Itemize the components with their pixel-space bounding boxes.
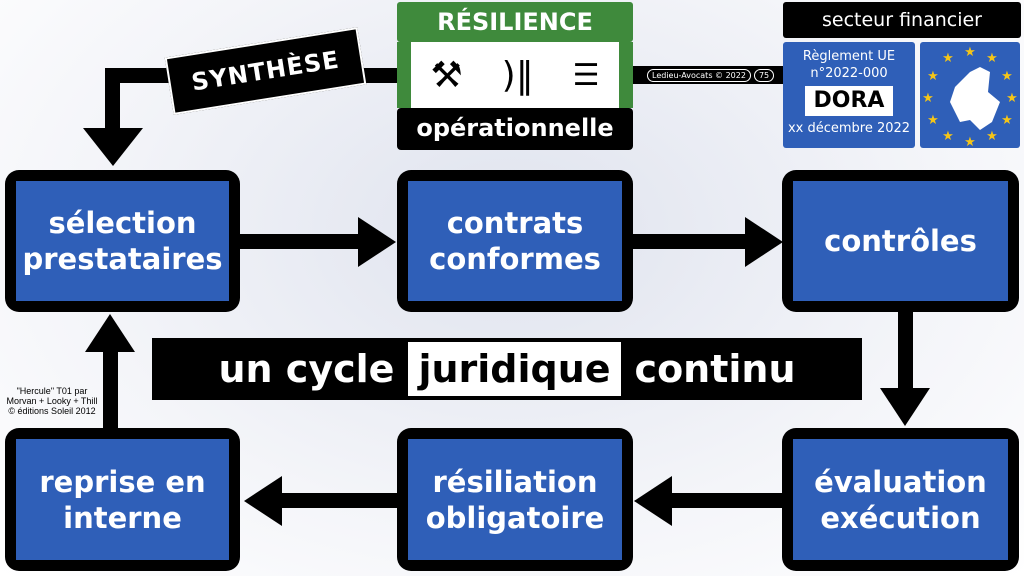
image-credit: "Hercule" T01 par Morvan + Looky + Thill… [2, 386, 102, 416]
synthese-arrow-line [105, 68, 120, 130]
step-label: sélection prestataires [16, 181, 229, 301]
arrow-right [240, 234, 360, 249]
svg-text:★: ★ [942, 51, 954, 66]
cycle-banner: un cycle juridique continu [152, 338, 862, 400]
banner-text: continu [634, 347, 796, 391]
step-label: contrats conformes [408, 181, 622, 301]
server-icon: ☰ [572, 57, 600, 93]
svg-text:★: ★ [922, 91, 934, 106]
arrow-left-icon [634, 476, 672, 526]
arrow-up [103, 350, 118, 428]
step-resiliation-obligatoire[interactable]: résiliation obligatoire [397, 428, 633, 571]
copyright-text: Ledieu-Avocats © 2022 [647, 68, 751, 82]
step-label: résiliation obligatoire [408, 439, 622, 560]
regulation-name: DORA [805, 86, 893, 116]
shield-lines-icon: )‖ [501, 54, 534, 96]
regulation-line1: Règlement UE [802, 49, 896, 64]
regulation-box: Règlement UE n°2022-000 DORA xx décembre… [783, 42, 915, 148]
step-controles[interactable]: contrôles [782, 170, 1019, 312]
regulation-date: xx décembre 2022 [787, 121, 911, 136]
arrow-right [632, 234, 747, 249]
step-reprise-en-interne[interactable]: reprise en interne [5, 428, 240, 571]
resilience-icons: ⚒ )‖ ☰ [397, 42, 633, 108]
credit-bar: Ledieu-Avocats © 2022 75 [633, 66, 783, 84]
resilience-title: RÉSILIENCE [397, 2, 633, 42]
svg-text:★: ★ [964, 45, 976, 60]
arrow-down-icon [83, 128, 143, 166]
credit-line: "Hercule" T01 par [16, 386, 88, 396]
arrow-down-icon [880, 388, 930, 426]
arrow-down [898, 312, 913, 392]
credit-line: © éditions Soleil 2012 [8, 406, 96, 416]
svg-text:★: ★ [986, 129, 998, 144]
banner-text: un cycle [218, 347, 395, 391]
eu-flag-map-icon: ★★★★★★★★★★★★ [920, 42, 1020, 150]
hammer-impact-icon: ⚒ [430, 54, 463, 96]
resilience-subtitle: opérationnelle [397, 108, 633, 150]
step-label: reprise en interne [16, 439, 229, 560]
arrow-up-icon [85, 314, 135, 352]
svg-text:★: ★ [1006, 91, 1018, 106]
svg-text:★: ★ [964, 135, 976, 148]
svg-text:★: ★ [986, 51, 998, 66]
credit-line: Morvan + Looky + Thill [6, 396, 98, 406]
regulation-line2: n°2022-000 [810, 66, 888, 81]
step-selection-prestataires[interactable]: sélection prestataires [5, 170, 240, 312]
page-number: 75 [753, 68, 775, 82]
resilience-badge: RÉSILIENCE ⚒ )‖ ☰ opérationnelle [397, 2, 633, 150]
svg-text:★: ★ [1001, 113, 1013, 128]
svg-text:★: ★ [942, 129, 954, 144]
arrow-left [280, 493, 398, 508]
arrow-right-icon [745, 217, 783, 267]
arrow-right-icon [358, 217, 396, 267]
svg-text:★: ★ [1001, 69, 1013, 84]
step-label: évaluation exécution [793, 439, 1008, 560]
sector-label: secteur financier [783, 2, 1021, 38]
step-contrats-conformes[interactable]: contrats conformes [397, 170, 633, 312]
banner-highlight: juridique [408, 342, 621, 396]
svg-text:★: ★ [927, 113, 939, 128]
step-label: contrôles [793, 181, 1008, 301]
svg-text:★: ★ [927, 69, 939, 84]
step-evaluation-execution[interactable]: évaluation exécution [782, 428, 1019, 571]
arrow-left [670, 493, 782, 508]
arrow-left-icon [244, 476, 282, 526]
